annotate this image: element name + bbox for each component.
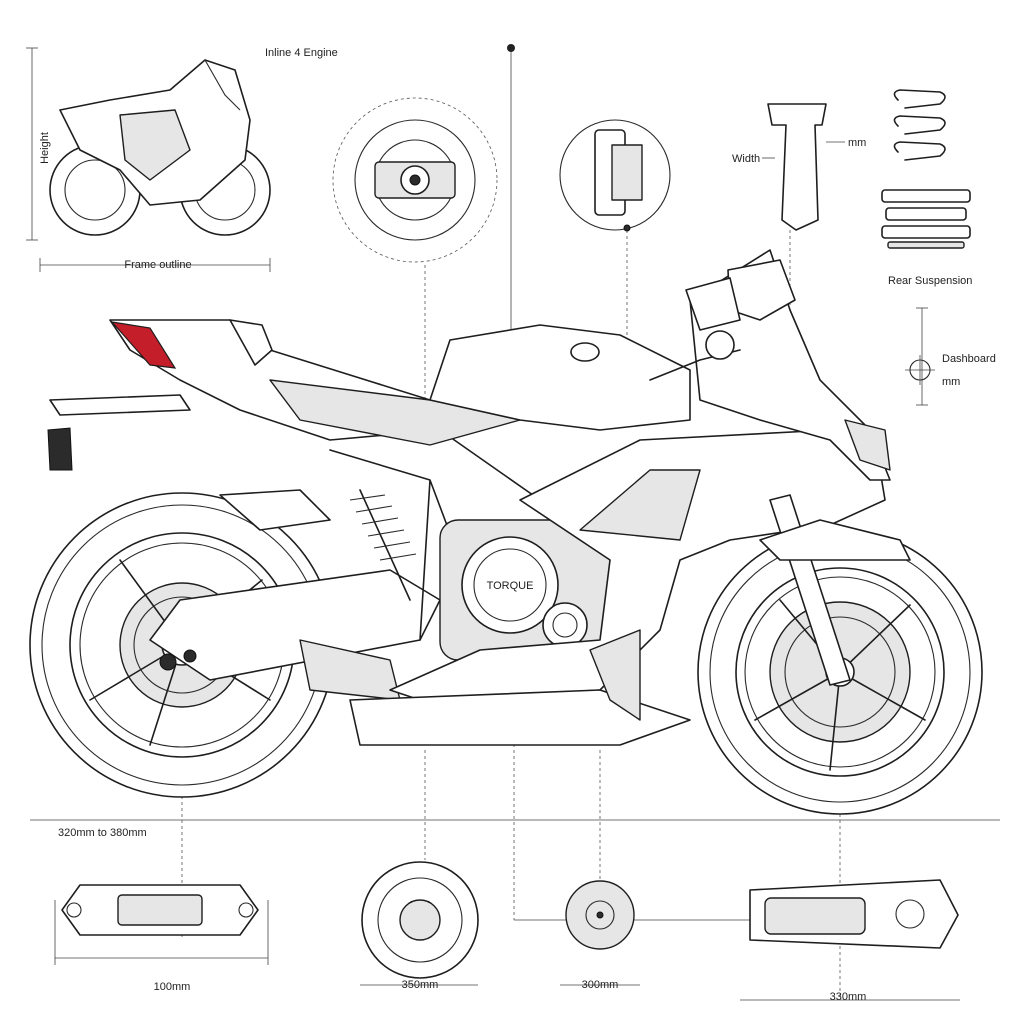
rear-suspension-label: Rear Suspension <box>888 275 972 287</box>
headlight <box>844 419 891 471</box>
fork-tube-detail <box>762 103 845 231</box>
engine-label: Inline 4 Engine <box>265 47 338 59</box>
rear-shock <box>349 489 417 601</box>
motorcycle-main: TORQUE <box>29 249 983 815</box>
fuel-tank <box>429 324 691 431</box>
front-wheel <box>697 529 983 815</box>
reference-bike-sketch <box>26 47 271 272</box>
spring-detail <box>881 89 971 249</box>
swingarm-dim-label: 100mm <box>154 981 191 993</box>
sprocket-plan <box>360 861 479 986</box>
brake-disc-detail <box>332 97 498 263</box>
tail-light <box>110 321 177 369</box>
dashboard-detail <box>905 307 935 406</box>
exhaust-plan <box>740 879 960 1001</box>
caliper-detail <box>559 119 671 232</box>
engine-badge: TORQUE <box>487 580 534 592</box>
swingarm-plan <box>54 884 269 965</box>
dashboard-unit-label: mm <box>942 376 960 388</box>
width-label: Width <box>732 153 760 165</box>
hub-dim-label: 300mm <box>582 979 619 991</box>
seat <box>269 379 521 446</box>
hub-plan <box>560 880 640 986</box>
engine-block: TORQUE <box>439 519 611 661</box>
width-dim-label: mm <box>848 137 866 149</box>
exhaust-dim-label: 330mm <box>830 991 867 1003</box>
wheelbase-range-label: 320mm to 380mm <box>58 827 147 839</box>
sprocket-dim-label: 350mm <box>402 979 439 991</box>
frame-outline-label: Frame outline <box>124 259 191 271</box>
height-label: Height <box>39 132 51 164</box>
dashboard-label: Dashboard <box>942 353 996 365</box>
